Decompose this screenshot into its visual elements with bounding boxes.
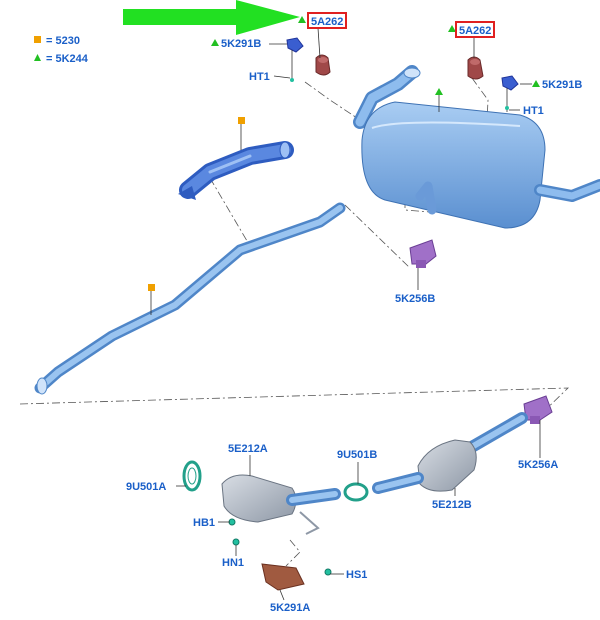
label-cat-front: 5E212A [228,443,268,455]
label-gasket-right: 9U501B [337,449,377,461]
label-hb1: HB1 [193,517,215,529]
part-labels: 5A262 5A262 5K291B 5K291B HT1 HT1 5K256B… [126,12,582,614]
markers [148,88,443,315]
label-clamp-upper: 5K256B [395,293,435,305]
clamp-upper [409,239,437,268]
triangle-icon [532,80,540,87]
legend-triangle-text: = 5K244 [46,53,89,65]
triangle-icon [448,25,456,32]
marker-triangle-muffler [435,88,443,95]
label-gasket-left: 9U501A [126,481,166,493]
flex-pipe [178,141,294,200]
front-catalyst [221,474,341,535]
label-sensor-left: 5K291B [221,38,261,50]
triangle-icon [211,39,219,46]
label-hs1: HS1 [346,569,367,581]
hardware [228,518,332,591]
label-bracket: 5K291A [270,602,310,614]
gasket-left [182,460,202,492]
highlight-box-right [455,21,495,38]
marker-square-flex [238,117,245,124]
legend-triangle-marker [34,54,41,61]
hanger-right [467,56,484,80]
clamp-lower [523,395,553,424]
rear-muffler [353,65,600,229]
label-cat-rear: 5E212B [432,499,472,511]
legend-square-marker [34,36,41,43]
sensor-left [286,37,304,82]
gasket-right [343,482,369,502]
label-ht1-left: HT1 [249,71,270,83]
rear-catalyst [372,412,528,494]
label-clamp-lower: 5K256A [518,459,558,471]
sensor-right [501,75,519,112]
hanger-left [315,54,331,76]
legend: = 5230 = 5K244 [34,35,89,65]
pointer-arrow [123,0,300,35]
label-hanger-left: 5A262 [311,16,343,28]
legend-square-text: = 5230 [46,35,80,47]
label-hanger-right: 5A262 [459,25,491,37]
marker-square-pipe [148,284,155,291]
triangle-icon [298,16,306,23]
label-sensor-right: 5K291B [542,79,582,91]
highlight-box-left [307,12,347,29]
leader-lines [176,27,541,601]
label-ht1-right: HT1 [523,105,544,117]
intermediate-pipe [34,202,346,395]
label-hn1: HN1 [222,557,244,569]
